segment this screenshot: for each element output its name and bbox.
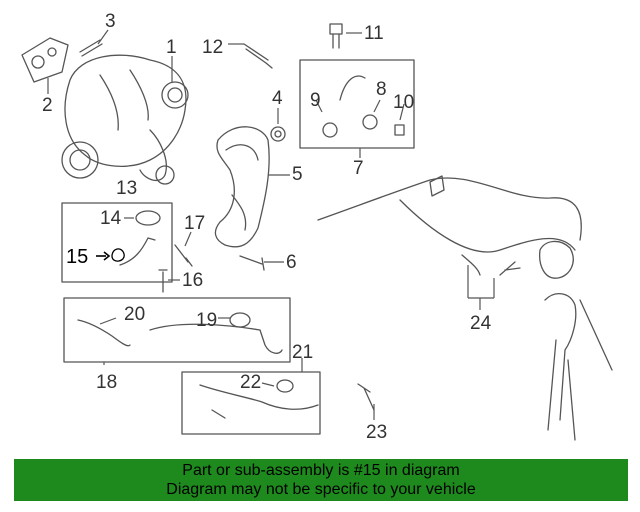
banner-line-2: Diagram may not be specific to your vehi… bbox=[166, 481, 476, 498]
bolt-part-23 bbox=[357, 383, 375, 411]
callout-23: 23 bbox=[366, 422, 388, 443]
callout-6: 6 bbox=[286, 252, 297, 273]
bolt-part-17 bbox=[174, 244, 193, 267]
callout-9: 9 bbox=[310, 90, 321, 111]
kit-box-21 bbox=[181, 371, 321, 435]
gasket-part-2 bbox=[21, 37, 69, 83]
callout-14: 14 bbox=[100, 208, 122, 229]
info-banner: Part or sub-assembly is #15 in diagram D… bbox=[14, 459, 628, 501]
callout-2: 2 bbox=[42, 95, 53, 116]
callout-3: 3 bbox=[105, 11, 116, 32]
callout-7: 7 bbox=[353, 158, 364, 179]
o-ring-part-22 bbox=[276, 379, 294, 393]
tube-part-20 bbox=[77, 319, 131, 347]
banner-line-1: Part or sub-assembly is #15 in diagram bbox=[182, 462, 460, 479]
o-ring-part-14 bbox=[135, 210, 161, 226]
bolt-part-21 bbox=[211, 409, 226, 419]
stud-part-3 bbox=[79, 39, 103, 57]
turbocharger-part-1 bbox=[61, 54, 189, 185]
callout-21: 21 bbox=[292, 342, 314, 363]
callout-11: 11 bbox=[364, 23, 384, 44]
tube-part-21 bbox=[199, 384, 319, 410]
callout-15: 15 bbox=[66, 246, 89, 268]
callout-17: 17 bbox=[184, 213, 206, 234]
tube-part-18 bbox=[149, 323, 283, 354]
callout-5: 5 bbox=[292, 164, 303, 185]
callout-22: 22 bbox=[240, 372, 262, 393]
bolt-part-16 bbox=[158, 269, 168, 293]
callout-24: 24 bbox=[470, 313, 492, 334]
bolt-part-11 bbox=[329, 23, 343, 49]
callout-4: 4 bbox=[272, 88, 283, 109]
nut-part-4 bbox=[270, 126, 286, 142]
bolt-part-12 bbox=[243, 43, 273, 69]
oil-line-part-7 bbox=[322, 75, 405, 138]
callout-19: 19 bbox=[196, 310, 218, 331]
fitting-part-13 bbox=[119, 237, 156, 266]
callout-1: 1 bbox=[166, 37, 177, 58]
kit-box-7 bbox=[299, 59, 415, 149]
kit-box-13 bbox=[61, 202, 173, 283]
callout-8: 8 bbox=[376, 79, 387, 100]
callout-16: 16 bbox=[182, 270, 204, 291]
callout-18: 18 bbox=[96, 372, 118, 393]
wiring-harness-part-24 bbox=[317, 175, 613, 441]
heat-shield-part-5 bbox=[214, 126, 270, 248]
o-ring-part-15 bbox=[111, 248, 125, 262]
kit-box-18 bbox=[63, 297, 291, 363]
bolt-part-6 bbox=[239, 255, 265, 271]
o-ring-part-19 bbox=[229, 312, 251, 328]
callout-13: 13 bbox=[116, 178, 138, 199]
callout-10: 10 bbox=[393, 92, 415, 113]
callout-20: 20 bbox=[124, 304, 146, 325]
callout-12: 12 bbox=[202, 37, 224, 58]
